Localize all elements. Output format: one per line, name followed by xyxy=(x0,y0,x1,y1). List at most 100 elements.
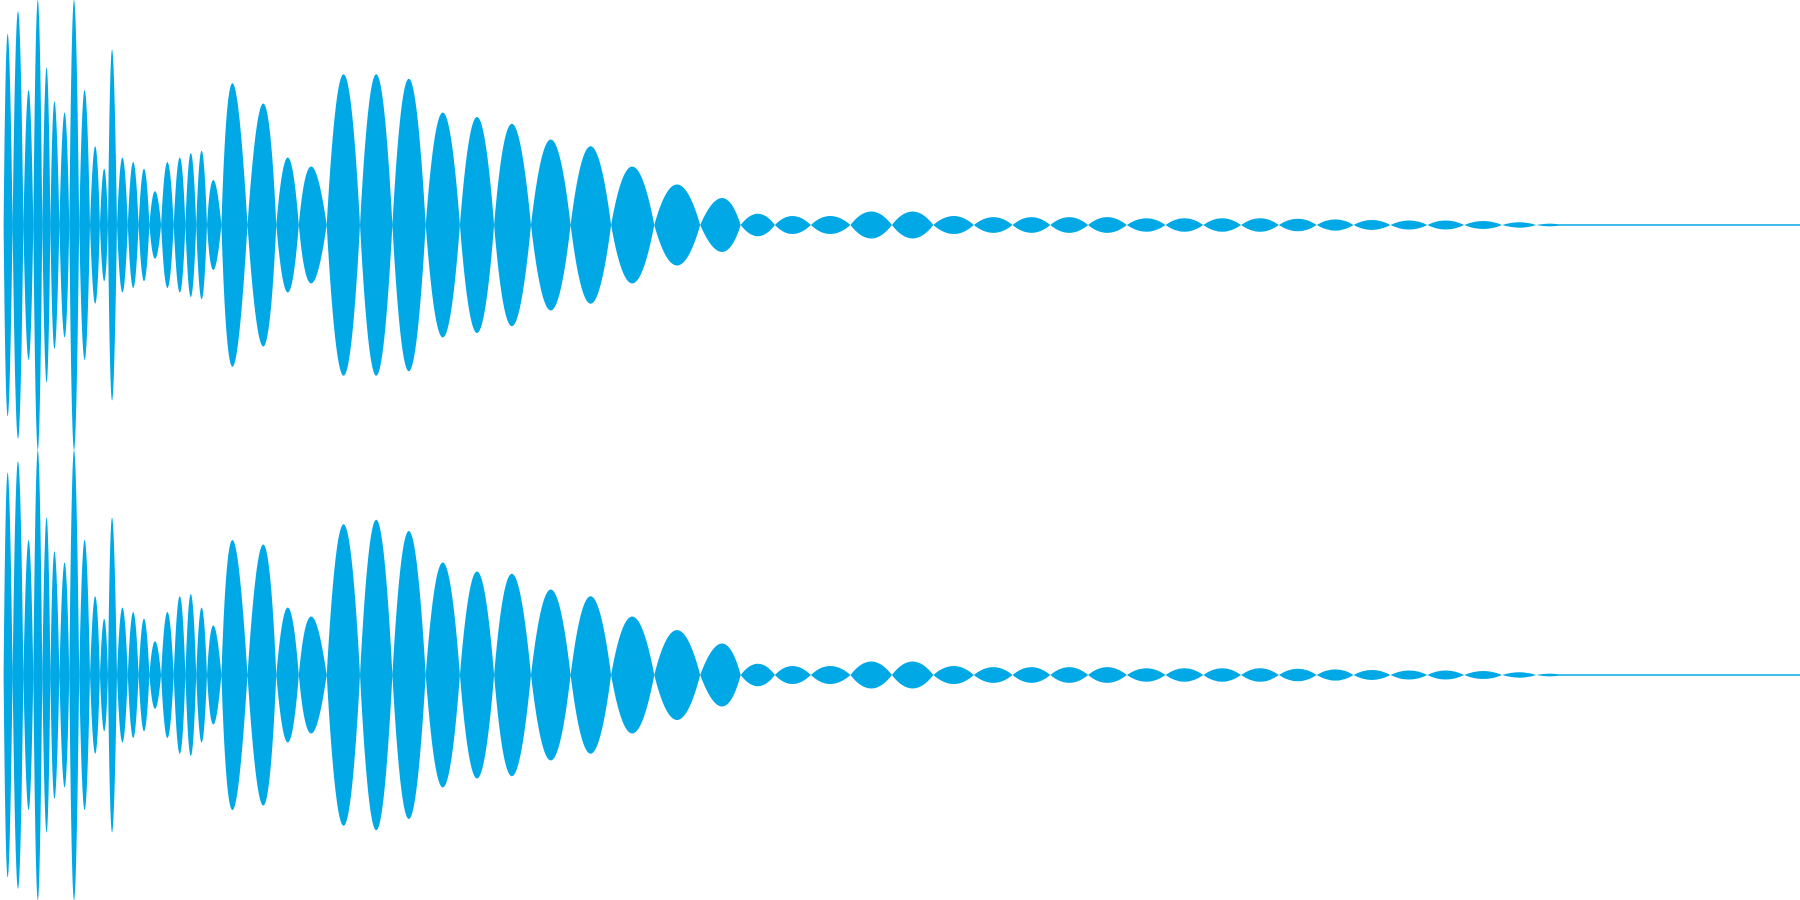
waveform-lobe xyxy=(69,0,80,450)
silence-centerline xyxy=(1546,674,1800,676)
waveform-lobe xyxy=(298,616,327,734)
waveform-lobe xyxy=(570,596,612,754)
waveform-lobe xyxy=(69,450,80,900)
waveform-lobe xyxy=(1316,669,1354,681)
waveform-lobe xyxy=(33,450,43,900)
waveform-lobe xyxy=(1502,222,1537,228)
waveform-lobe xyxy=(1203,668,1242,682)
waveform-lobe xyxy=(42,517,51,833)
waveform-lobe xyxy=(494,573,531,777)
waveform-lobe xyxy=(360,74,393,376)
waveform-lobe xyxy=(392,531,426,819)
waveform-lobe xyxy=(127,162,139,288)
waveform-lobe xyxy=(611,616,655,734)
waveform-lobe xyxy=(276,607,299,743)
waveform-lobe xyxy=(973,217,1013,233)
waveform-lobe xyxy=(531,589,571,761)
waveform-lobe xyxy=(973,667,1013,683)
waveform-lobe xyxy=(1353,670,1391,680)
waveform-lobe xyxy=(108,517,117,833)
waveform-lobe xyxy=(1165,668,1204,682)
waveform-lobe xyxy=(23,540,34,810)
waveform-lobe xyxy=(891,211,934,239)
waveform-lobe xyxy=(196,607,207,743)
waveform-lobe xyxy=(654,184,701,266)
waveform-lobe xyxy=(1390,220,1428,230)
waveform-lobe xyxy=(1278,218,1317,232)
waveform-lobe xyxy=(1278,668,1317,682)
waveform-lobe xyxy=(42,67,51,383)
waveform-lobe xyxy=(99,168,108,282)
waveform-lobe xyxy=(79,540,90,810)
waveform-lobe xyxy=(50,101,60,349)
waveform-lobe xyxy=(185,594,197,756)
waveform-lobe xyxy=(149,641,162,709)
waveform-lobe xyxy=(1126,218,1166,232)
channel-2-waveform xyxy=(3,450,1800,900)
waveform-lobe xyxy=(59,562,70,788)
waveform-lobe xyxy=(425,112,460,338)
waveform-lobe xyxy=(425,562,460,788)
waveform-lobe xyxy=(59,112,70,338)
waveform-lobe xyxy=(850,661,892,689)
waveform-lobe xyxy=(1464,220,1503,230)
waveform-lobe xyxy=(127,612,139,738)
waveform-lobe xyxy=(117,607,128,743)
waveform-lobe xyxy=(1126,668,1166,682)
waveform-lobe xyxy=(1050,217,1089,233)
waveform-lobe xyxy=(850,211,892,239)
waveform-lobe xyxy=(185,153,197,297)
waveform-lobe xyxy=(173,596,186,754)
waveform-lobe xyxy=(247,544,277,806)
waveform-lobe xyxy=(3,472,13,878)
waveform-lobe xyxy=(810,666,851,684)
waveform-lobe xyxy=(276,157,299,293)
waveform-lobe xyxy=(740,213,775,237)
waveform-lobe xyxy=(138,618,150,732)
waveform-lobe xyxy=(326,524,360,826)
waveform-lobe xyxy=(12,11,24,439)
channel-1-waveform xyxy=(3,0,1800,450)
waveform-lobe xyxy=(90,146,100,304)
waveform-lobe xyxy=(1427,670,1465,680)
waveform-lobe xyxy=(161,162,174,288)
waveform-lobe xyxy=(1241,668,1279,682)
waveform-lobe xyxy=(99,618,108,732)
waveform-lobe xyxy=(1088,667,1127,683)
waveform-lobe xyxy=(50,551,60,799)
waveform-lobe xyxy=(700,643,741,707)
waveform-lobe xyxy=(459,571,495,779)
waveform-lobe xyxy=(196,150,207,300)
waveform-lobe xyxy=(1088,217,1127,233)
waveform-lobe xyxy=(221,83,248,367)
waveform-lobe xyxy=(392,78,426,372)
waveform-lobe xyxy=(360,519,393,831)
waveform-lobe xyxy=(33,0,43,450)
waveform-lobe xyxy=(1502,672,1537,678)
waveform-lobe xyxy=(221,540,248,810)
waveform-lobe xyxy=(23,90,34,360)
waveform-lobe xyxy=(494,123,531,327)
waveform-lobe xyxy=(570,146,612,304)
waveform-lobe xyxy=(149,191,162,259)
waveform-lobe xyxy=(459,117,495,333)
waveform-lobe xyxy=(79,90,90,360)
waveform-lobe xyxy=(1241,218,1279,232)
waveform-lobe xyxy=(1203,218,1242,232)
waveform-lobe xyxy=(933,216,974,234)
waveform-lobe xyxy=(173,157,186,293)
waveform-lobe xyxy=(774,666,811,684)
waveform-lobe xyxy=(891,661,934,689)
waveform-lobe xyxy=(654,630,701,720)
waveform-lobe xyxy=(90,596,100,754)
silence-centerline xyxy=(1546,224,1800,226)
waveform-lobe xyxy=(12,461,24,889)
waveform-lobe xyxy=(700,198,741,252)
waveform-lobe xyxy=(108,49,117,401)
waveform-lobe xyxy=(207,625,222,725)
waveform-lobe xyxy=(611,166,655,284)
waveform-lobe xyxy=(117,157,128,293)
waveform-lobe xyxy=(298,166,327,284)
waveform-lobe xyxy=(933,666,974,684)
